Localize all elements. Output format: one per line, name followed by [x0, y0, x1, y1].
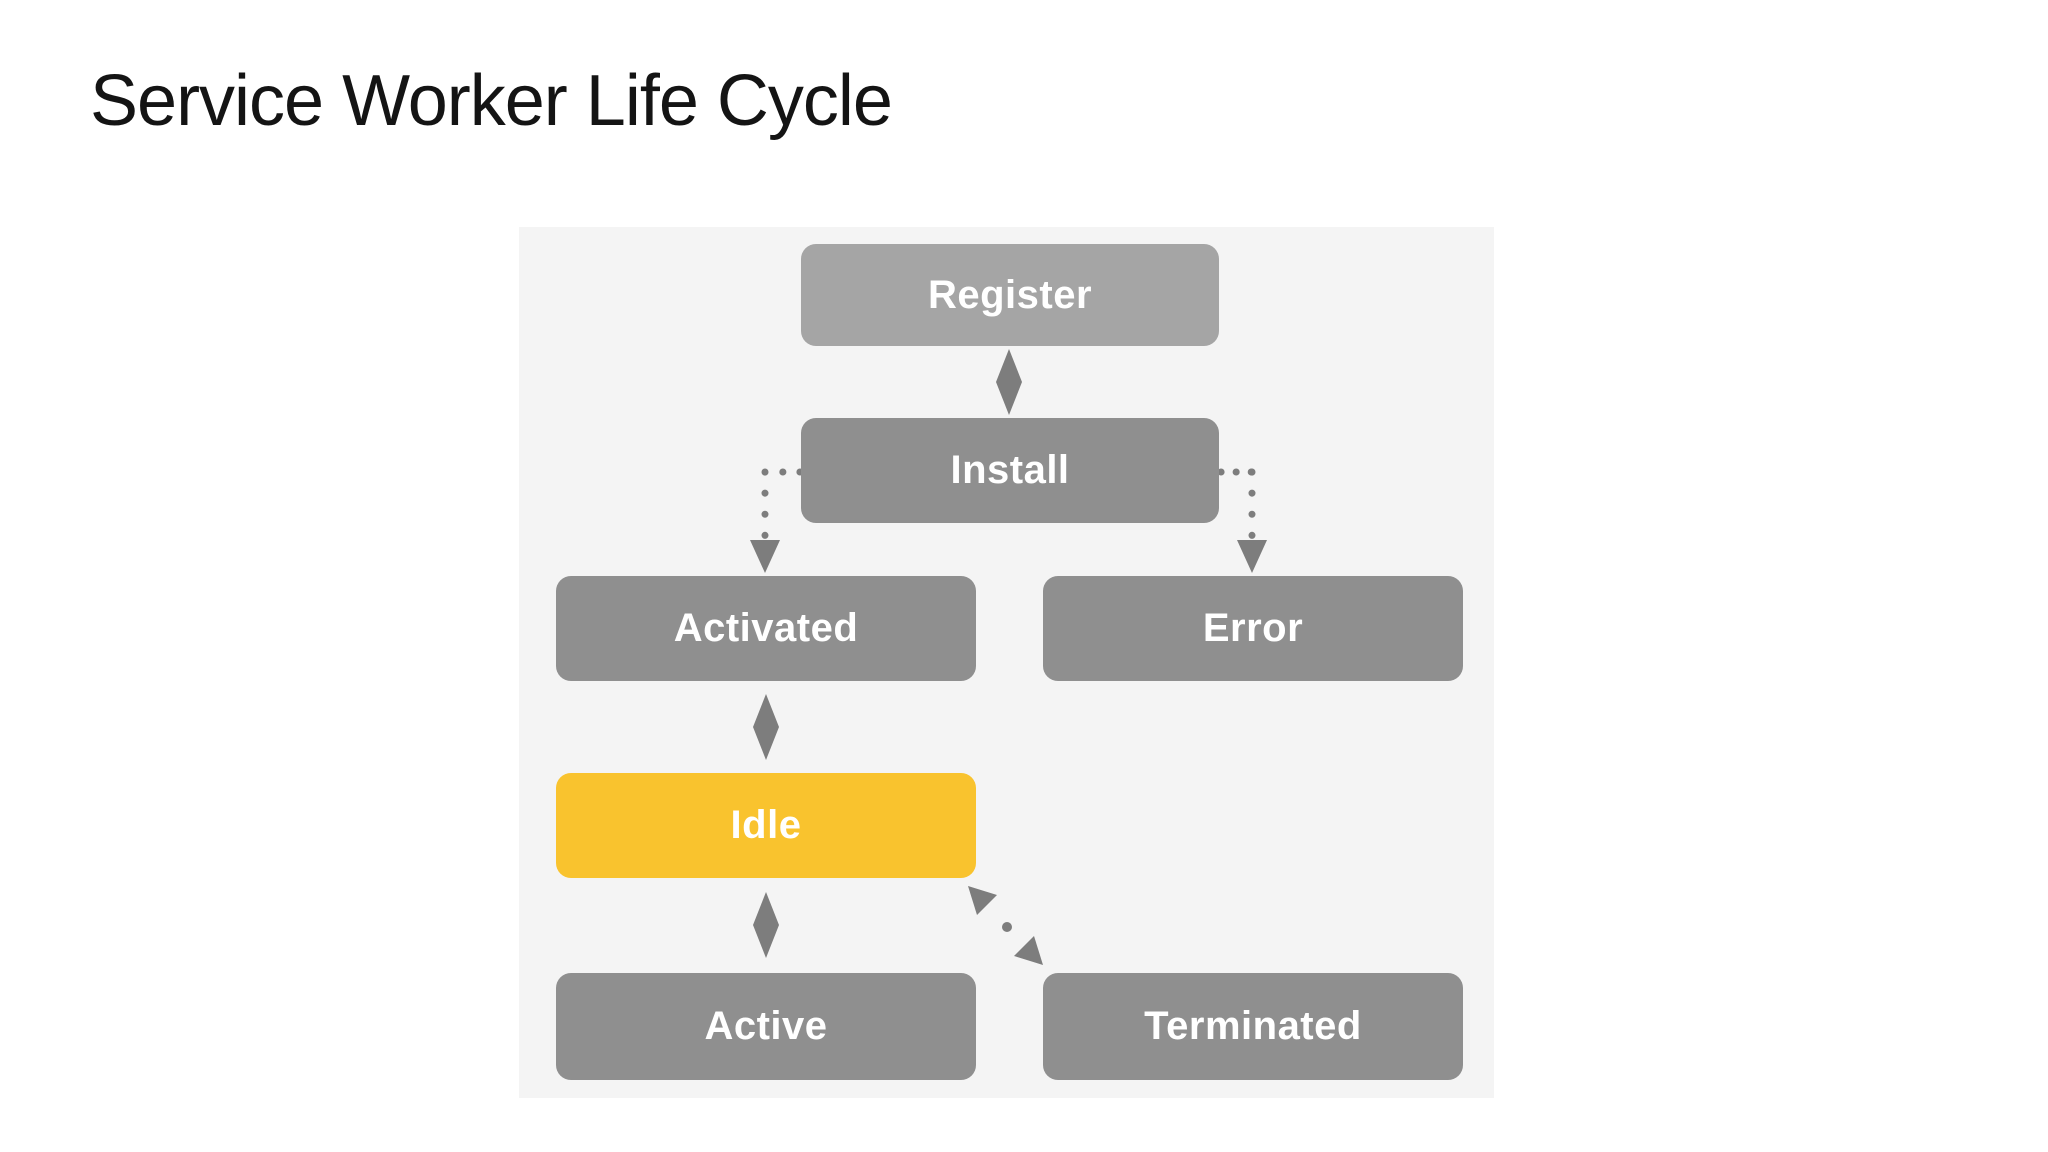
- edge-register-install: [996, 349, 1022, 415]
- diamond-arrow-icon: [753, 694, 779, 760]
- node-install: Install: [801, 418, 1219, 523]
- node-register: Register: [801, 244, 1219, 346]
- slide-title: Service Worker Life Cycle: [90, 61, 893, 141]
- arrowhead-down-icon: [750, 540, 780, 573]
- dotted-line: [1002, 922, 1012, 932]
- node-idle: Idle: [556, 773, 976, 878]
- node-label: Error: [1202, 606, 1304, 650]
- node-label: Install: [950, 448, 1070, 492]
- edge-idle-terminated: [968, 886, 1043, 965]
- arrowhead-down-right-icon: [1014, 936, 1043, 965]
- arrowhead-up-left-icon: [968, 886, 997, 915]
- edge-install-error: [1217, 468, 1267, 573]
- arrowhead-down-icon: [1237, 540, 1267, 573]
- node-activated: Activated: [556, 576, 976, 681]
- node-label: Active: [704, 1004, 828, 1048]
- node-terminated: Terminated: [1043, 973, 1463, 1080]
- edge-install-activated: [750, 468, 804, 573]
- node-label: Register: [927, 272, 1093, 317]
- node-active: Active: [556, 973, 976, 1080]
- node-label: Idle: [730, 803, 802, 847]
- diamond-arrow-icon: [996, 349, 1022, 415]
- diagram-connectors: [750, 349, 1267, 965]
- edge-activated-idle: [753, 694, 779, 760]
- node-label: Activated: [673, 606, 859, 650]
- diagram-panel: Register Install Activated Error Idle Ac…: [519, 227, 1494, 1098]
- edge-idle-active: [753, 892, 779, 958]
- node-label: Terminated: [1144, 1004, 1362, 1048]
- diamond-arrow-icon: [753, 892, 779, 958]
- node-error: Error: [1043, 576, 1463, 681]
